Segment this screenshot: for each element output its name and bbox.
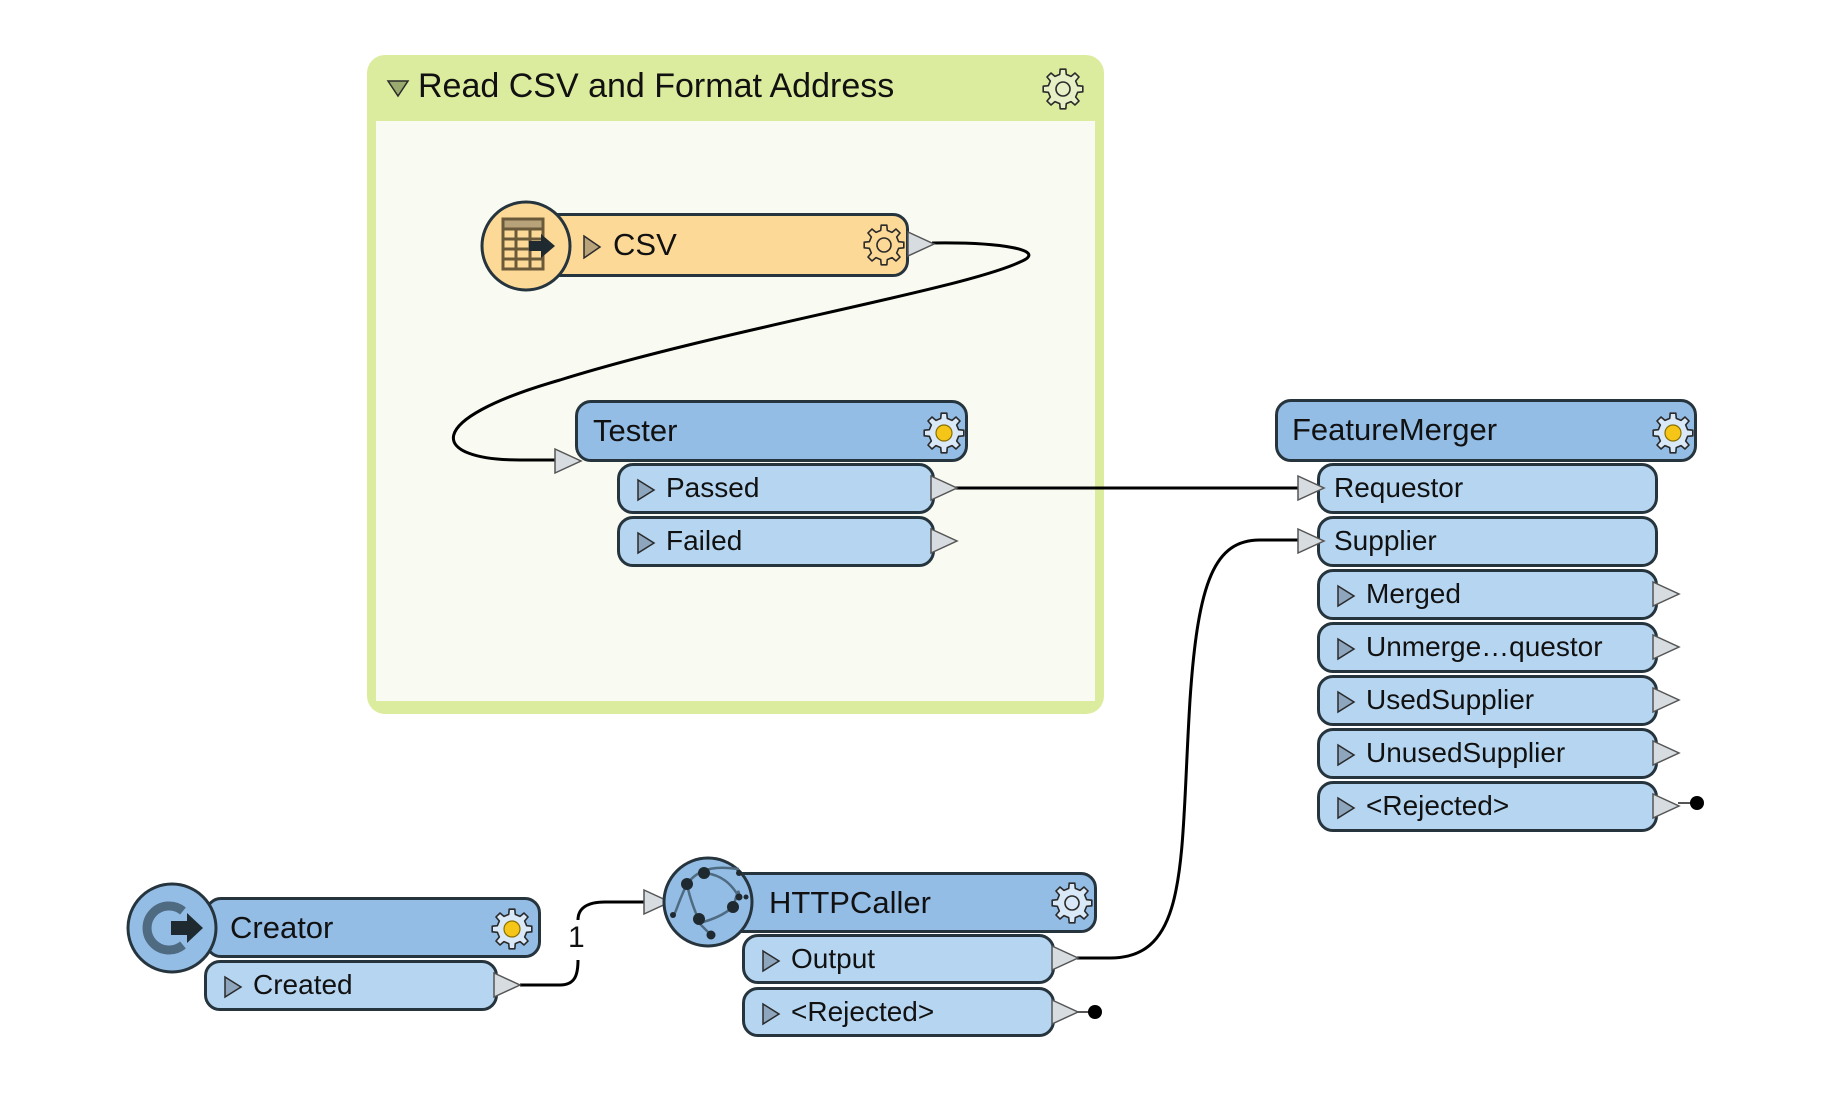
port-label: <Rejected>: [791, 996, 935, 1027]
bookmark-title: Read CSV and Format Address: [418, 67, 895, 105]
table-arrow-icon: [480, 200, 572, 292]
connection-created-httpcaller[interactable]: [520, 900, 650, 987]
port-label: Merged: [1366, 578, 1461, 609]
input-port-1[interactable]: Supplier: [1317, 516, 1658, 567]
port-label: UnusedSupplier: [1366, 737, 1566, 768]
network-globe-icon: [662, 856, 754, 948]
connection-csv-tester[interactable]: [451, 241, 1031, 462]
output-port-icon[interactable]: [1651, 580, 1681, 608]
gear-icon[interactable]: [489, 906, 535, 952]
output-port-icon[interactable]: [1651, 686, 1681, 714]
power-arrow-icon: [126, 882, 218, 974]
output-port-failed[interactable]: Failed: [617, 516, 935, 567]
port-label: <Rejected>: [1366, 790, 1510, 821]
output-port-icon[interactable]: [1050, 944, 1080, 972]
rejected-terminator-featuremerger: [1690, 796, 1704, 810]
gear-icon[interactable]: [1650, 410, 1696, 456]
input-port-icon[interactable]: [642, 888, 672, 916]
expand-triangle-icon[interactable]: [761, 1002, 781, 1026]
port-label: Failed: [666, 525, 743, 556]
httpcaller-transformer[interactable]: HTTPCaller: [722, 872, 1097, 933]
featuremerger-transformer[interactable]: FeatureMerger: [1275, 399, 1697, 462]
output-port-icon[interactable]: [1651, 739, 1681, 767]
output-port-icon[interactable]: [929, 527, 959, 555]
gear-icon[interactable]: [1040, 66, 1086, 112]
gear-icon[interactable]: [861, 222, 907, 268]
tester-name: Tester: [593, 413, 678, 448]
output-port-icon[interactable]: [1651, 633, 1681, 661]
gear-icon[interactable]: [1049, 880, 1095, 926]
output-port-icon[interactable]: [1050, 998, 1080, 1026]
expand-triangle-icon[interactable]: [636, 478, 656, 502]
input-port-icon[interactable]: [1296, 527, 1326, 555]
output-port-6[interactable]: <Rejected>: [1317, 781, 1658, 832]
featuremerger-name: FeatureMerger: [1292, 412, 1498, 447]
input-port-icon[interactable]: [553, 447, 583, 475]
port-label: UsedSupplier: [1366, 684, 1535, 715]
expand-triangle-icon[interactable]: [761, 949, 781, 973]
expand-triangle-icon[interactable]: [223, 975, 243, 999]
csv-reader[interactable]: CSV: [540, 213, 909, 277]
expand-triangle-icon[interactable]: [1336, 690, 1356, 714]
rejected-terminator-httpcaller: [1088, 1005, 1102, 1019]
input-port-0[interactable]: Requestor: [1317, 463, 1658, 514]
output-port-3[interactable]: Unmerge…questor: [1317, 622, 1658, 673]
output-port-2[interactable]: Merged: [1317, 569, 1658, 620]
csv-name: CSV: [613, 227, 677, 262]
gear-icon[interactable]: [921, 410, 967, 456]
creator-transformer[interactable]: Creator: [205, 897, 541, 958]
port-label: Passed: [666, 472, 760, 503]
port-label: Unmerge…questor: [1366, 631, 1603, 662]
output-port-passed[interactable]: Passed: [617, 463, 935, 514]
expand-triangle-icon[interactable]: [636, 531, 656, 555]
port-label: Output: [791, 943, 876, 974]
output-port-output[interactable]: Output: [742, 934, 1055, 984]
creator-name: Creator: [230, 910, 334, 945]
connection-output-supplier[interactable]: [1077, 538, 1300, 960]
port-label: Supplier: [1334, 525, 1437, 556]
input-port-icon[interactable]: [1296, 474, 1326, 502]
output-port-4[interactable]: UsedSupplier: [1317, 675, 1658, 726]
connection-feature-count: 1: [568, 921, 585, 954]
port-label: Requestor: [1334, 472, 1464, 503]
output-port-created[interactable]: Created: [204, 960, 498, 1011]
expand-triangle-icon[interactable]: [1336, 637, 1356, 661]
output-port-5[interactable]: UnusedSupplier: [1317, 728, 1658, 779]
output-port-rejected[interactable]: <Rejected>: [742, 987, 1055, 1037]
expand-triangle-icon[interactable]: [1336, 743, 1356, 767]
triangle-down-icon[interactable]: [386, 78, 410, 98]
output-port-icon[interactable]: [492, 971, 522, 999]
expand-triangle-icon[interactable]: [581, 234, 603, 260]
output-port-icon[interactable]: [906, 230, 936, 258]
httpcaller-name: HTTPCaller: [769, 885, 931, 920]
expand-triangle-icon[interactable]: [1336, 584, 1356, 608]
output-port-icon[interactable]: [929, 474, 959, 502]
port-label: Created: [253, 969, 353, 1000]
expand-triangle-icon[interactable]: [1336, 796, 1356, 820]
tester-transformer[interactable]: Tester: [575, 400, 968, 462]
output-port-icon[interactable]: [1651, 792, 1681, 820]
